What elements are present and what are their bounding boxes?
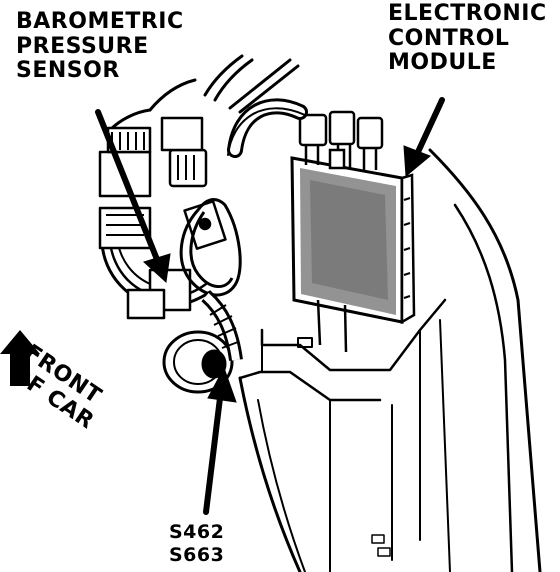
splice-label-s663: S663 [169,543,225,566]
arrow-ecm-head [403,145,431,178]
arrow-ecm [415,97,445,155]
ecm-label-line-2: CONTROL [388,25,510,51]
leader-arrows [95,97,445,515]
ecm-box [290,156,416,353]
arrow-splice-head [207,366,237,403]
connector-cluster [98,116,227,320]
baro-label-line-1: BAROMETRIC [16,9,184,34]
baro-label-line-3: SENSOR [16,58,120,84]
baro-label-line-2: PRESSURE [16,33,149,59]
barometric-pressure-sensor-label: BAROMETRIC PRESSURE SENSOR [16,9,184,84]
wire-loop [179,198,242,297]
ecm-connectors [298,110,384,170]
arrow-splice [203,395,223,515]
splice-grommet [162,290,243,394]
splice-label-s462: S462 [169,521,225,543]
arrow-baro-sensor-head [143,253,171,284]
arrow-baro-sensor [95,109,161,265]
body-panel [238,148,542,572]
splice-label: S462 S663 [169,521,224,567]
ecm-label-line-1: ELECTRONIC [388,1,547,26]
front-of-car-arrow [0,330,40,386]
ecm-label-line-3: MODULE [388,50,497,76]
electronic-control-module-label: ELECTRONIC CONTROL MODULE [388,1,547,76]
